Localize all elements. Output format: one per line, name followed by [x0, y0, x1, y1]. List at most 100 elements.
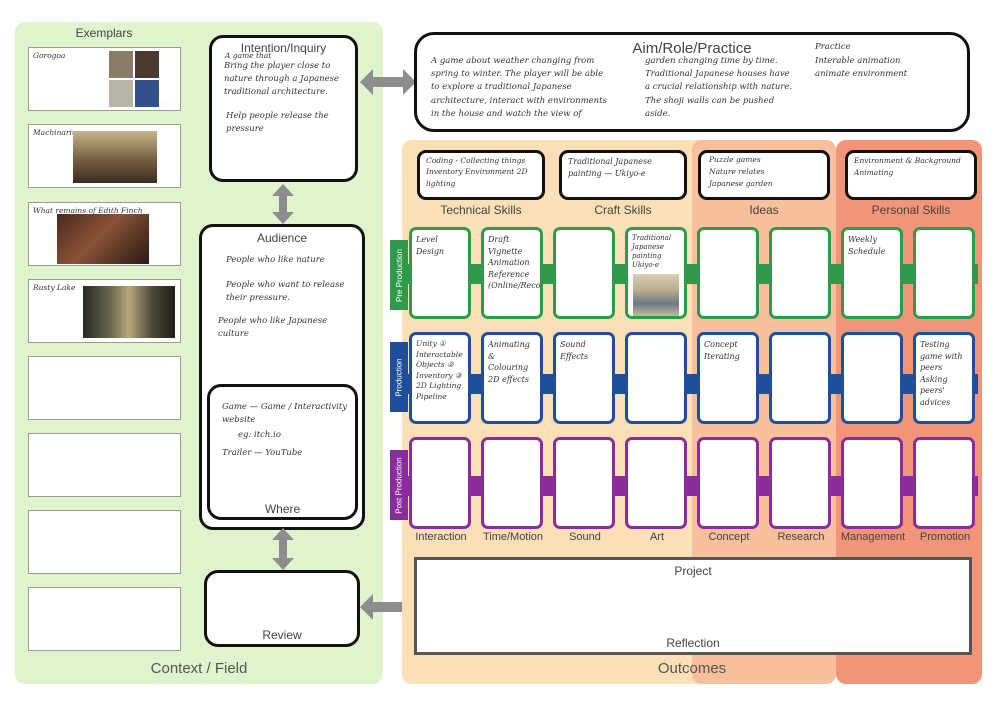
practice-title: Practice	[815, 42, 851, 52]
card-pre-management[interactable]: Weekly Schedule	[841, 227, 903, 319]
outcomes-title: Outcomes	[657, 660, 727, 677]
card-text: Traditional Japanese painting Ukiyo-e	[632, 234, 672, 270]
technical-skills-box[interactable]: Coding - Collecting things Inventory Env…	[417, 150, 545, 200]
intention-inquiry-box[interactable]: Intention/Inquiry A game that Bring the …	[209, 35, 358, 182]
column-label-concept: Concept	[708, 531, 750, 543]
personal-skills-text: Environment & Background Animating	[854, 156, 961, 177]
exemplar-card-empty[interactable]	[28, 433, 181, 497]
where-line: Trailer — YouTube	[222, 448, 303, 458]
card-post-management[interactable]	[841, 437, 903, 529]
card-pre-promotion[interactable]	[913, 227, 975, 319]
column-label-time-motion: Time/Motion	[482, 531, 544, 543]
card-production-interaction[interactable]: Unity ① Interactable Objects ② Inventory…	[409, 332, 471, 424]
column-label-sound: Sound	[569, 531, 601, 543]
aim-text-middle: garden changing time by time. Traditiona…	[645, 56, 793, 119]
where-line: Game — Game / Interactivity website	[222, 402, 348, 426]
card-production-time-motion[interactable]: Animating & Colouring 2D effects	[481, 332, 543, 424]
production-label: Production	[394, 357, 404, 397]
where-box[interactable]: Game — Game / Interactivity website eg: …	[207, 384, 358, 520]
review-outcomes-arrow	[360, 594, 416, 620]
production-band	[402, 374, 978, 394]
exemplar-thumbnail	[57, 214, 149, 264]
column-label-management: Management	[840, 531, 906, 543]
pre-production-tab[interactable]: Pre Production	[390, 240, 408, 310]
card-post-sound[interactable]	[553, 437, 615, 529]
card-production-sound[interactable]: Sound Effects	[553, 332, 615, 424]
audience-line: People who like nature	[226, 255, 325, 265]
aim-role-practice-box[interactable]: Aim/Role/Practice A game about weather c…	[414, 32, 970, 132]
intention-text-2: Help people release the pressure	[226, 111, 329, 135]
card-post-research[interactable]	[769, 437, 831, 529]
post-production-band	[402, 476, 978, 496]
aim-text-left: A game about weather changing from sprin…	[431, 56, 607, 119]
audience-review-arrow	[272, 528, 294, 570]
card-post-promotion[interactable]	[913, 437, 975, 529]
project-reflection-box[interactable]: Project Reflection	[414, 557, 972, 655]
exemplar-card-empty[interactable]	[28, 510, 181, 574]
reflection-title: Reflection	[666, 636, 720, 650]
card-text: Sound Effects	[560, 340, 589, 361]
practice-text: Interable animation animate environment	[815, 56, 908, 80]
exemplar-thumbnail	[83, 286, 175, 338]
audience-line: People who want to release their pressur…	[226, 280, 345, 304]
card-text: Weekly Schedule	[848, 235, 886, 256]
card-production-concept[interactable]: Concept Iterating	[697, 332, 759, 424]
audience-title: Audience	[256, 231, 308, 245]
card-text: Level Design	[416, 235, 445, 256]
technical-skills-text: Coding - Collecting things Inventory Env…	[426, 156, 528, 188]
card-pre-art[interactable]: Traditional Japanese painting Ukiyo-e	[625, 227, 687, 319]
exemplar-thumbnail	[109, 51, 133, 78]
ideas-label: Ideas	[749, 203, 779, 217]
where-title: Where	[264, 502, 301, 516]
card-production-art[interactable]	[625, 332, 687, 424]
ideas-line: Nature relates	[709, 167, 765, 176]
ideas-box[interactable]: Puzzle games Nature relates Japanese gar…	[698, 150, 830, 200]
exemplar-thumbnail	[73, 131, 157, 183]
card-pre-research[interactable]	[769, 227, 831, 319]
exemplar-card-empty[interactable]	[28, 356, 181, 420]
exemplar-card-machinarium[interactable]: Machinarium	[28, 124, 181, 188]
review-title: Review	[262, 628, 302, 642]
exemplar-label: Rusty Lake	[33, 283, 76, 292]
intention-text: Bring the player close to nature through…	[224, 61, 340, 98]
exemplars-title: Exemplars	[75, 26, 133, 40]
card-post-art[interactable]	[625, 437, 687, 529]
pre-production-band	[402, 264, 978, 284]
exemplar-label: What remains of Edith Finch	[33, 206, 143, 215]
card-post-interaction[interactable]	[409, 437, 471, 529]
exemplar-thumbnail	[135, 80, 159, 107]
review-box[interactable]: Review	[204, 570, 360, 647]
exemplar-thumbnail	[109, 80, 133, 107]
post-production-tab[interactable]: Post Production	[390, 450, 408, 520]
card-production-management[interactable]	[841, 332, 903, 424]
ideas-line: Japanese garden	[709, 179, 773, 188]
technical-skills-label: Technical Skills	[440, 203, 522, 217]
production-tab[interactable]: Production	[390, 342, 408, 412]
card-production-promotion[interactable]: Testing game with peers Asking peers' ad…	[913, 332, 975, 424]
card-text: Draft Vignette Animation Reference (Onli…	[488, 235, 541, 291]
card-pre-concept[interactable]	[697, 227, 759, 319]
exemplar-thumbnail	[135, 51, 159, 78]
craft-skills-label: Craft Skills	[594, 203, 652, 217]
card-text: Unity ① Interactable Objects ② Inventory…	[416, 339, 463, 401]
card-text: Animating & Colouring 2D effects	[488, 340, 530, 384]
exemplar-card-gorogoa[interactable]: Gorogoa	[28, 47, 181, 111]
card-pre-time-motion[interactable]: Draft Vignette Animation Reference (Onli…	[481, 227, 543, 319]
craft-skills-text: Traditional Japanese painting — Ukiyo-e	[568, 157, 652, 179]
personal-skills-label: Personal Skills	[871, 203, 951, 217]
post-production-label: Post Production	[394, 456, 404, 514]
card-pre-interaction[interactable]: Level Design	[409, 227, 471, 319]
card-pre-sound[interactable]	[553, 227, 615, 319]
aim-title: Aim/Role/Practice	[632, 40, 752, 57]
craft-skills-box[interactable]: Traditional Japanese painting — Ukiyo-e	[559, 150, 687, 200]
intention-aim-arrow	[360, 69, 416, 95]
card-text: Concept Iterating	[704, 340, 740, 361]
card-post-concept[interactable]	[697, 437, 759, 529]
card-post-time-motion[interactable]	[481, 437, 543, 529]
personal-skills-box[interactable]: Environment & Background Animating	[845, 150, 977, 200]
ideas-line: Puzzle games	[709, 155, 761, 164]
exemplar-card-rusty-lake[interactable]: Rusty Lake	[28, 279, 181, 343]
exemplar-card-empty[interactable]	[28, 587, 181, 651]
exemplar-card-edith-finch[interactable]: What remains of Edith Finch	[28, 202, 181, 266]
card-production-research[interactable]	[769, 332, 831, 424]
